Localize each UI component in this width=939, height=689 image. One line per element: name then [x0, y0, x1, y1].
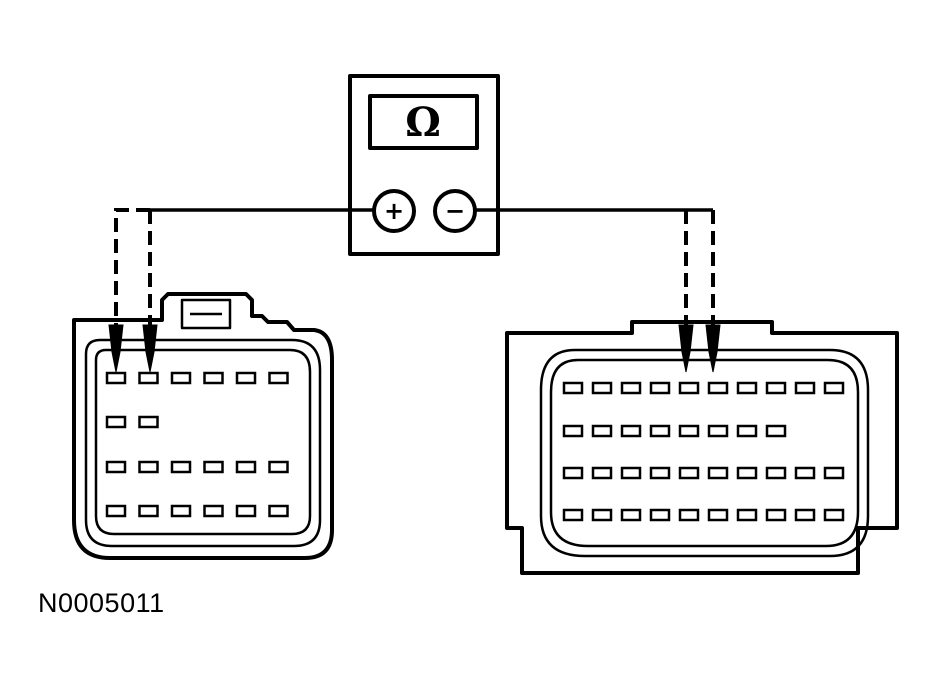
right-connector-pins: [562, 381, 845, 522]
right-connector-pin: [620, 381, 642, 395]
left-connector-pin: [138, 504, 159, 518]
figure-id: N0005011: [38, 588, 165, 618]
left-connector-housing: [72, 292, 334, 560]
right-connector-pin: [794, 508, 816, 522]
right-connector-pin: [678, 381, 700, 395]
right-connector-pin: [707, 508, 729, 522]
right-probe-wires: [684, 210, 715, 325]
left-connector-pin: [268, 460, 289, 474]
probes: [108, 324, 721, 373]
left-probe-wires: [114, 208, 152, 325]
right-connector-pin: [678, 424, 700, 438]
probe-right-1: [678, 324, 694, 373]
right-connector-pin: [591, 424, 613, 438]
right-connector-pin: [562, 381, 584, 395]
left-connector-pin: [203, 504, 224, 518]
left-connector-pin: [268, 371, 289, 385]
probe-right-2: [705, 324, 721, 373]
right-connector: [505, 320, 899, 575]
right-connector-pin: [765, 381, 787, 395]
right-connector-pin: [591, 466, 613, 480]
right-connector-pin: [794, 381, 816, 395]
left-connector-pins: [105, 371, 289, 518]
right-connector-pin: [678, 466, 700, 480]
right-connector-pin: [823, 508, 845, 522]
right-connector-pin: [707, 466, 729, 480]
left-connector-pin: [268, 504, 289, 518]
left-connector: [72, 292, 334, 560]
right-connector-pin: [620, 466, 642, 480]
left-connector-inner-wall: [94, 348, 312, 536]
left-connector-pin: [203, 460, 224, 474]
right-connector-pin: [620, 508, 642, 522]
probe-left-2: [142, 324, 158, 373]
right-connector-pin: [736, 381, 758, 395]
left-connector-pin: [235, 460, 257, 474]
right-connector-pin: [591, 508, 613, 522]
left-connector-pin: [105, 415, 127, 429]
right-connector-inner-wall: [549, 358, 860, 548]
right-connector-pin: [707, 381, 729, 395]
right-connector-pin: [562, 466, 584, 480]
right-connector-pin: [736, 508, 758, 522]
left-connector-pin: [105, 460, 127, 474]
left-connector-pin: [170, 504, 192, 518]
right-connector-pin: [591, 381, 613, 395]
right-connector-pin: [678, 508, 700, 522]
left-probe-wire-1: [114, 208, 150, 325]
right-connector-pin: [562, 508, 584, 522]
right-connector-housing: [505, 320, 899, 575]
left-connector-pin: [138, 371, 159, 385]
right-connector-pin: [765, 466, 787, 480]
ohm-symbol: Ω: [405, 99, 441, 146]
left-connector-pin: [203, 371, 224, 385]
right-connector-pin: [736, 424, 758, 438]
right-connector-pin: [707, 424, 729, 438]
right-connector-pin: [823, 381, 845, 395]
probe-left-1: [108, 324, 124, 373]
right-connector-pin: [562, 424, 584, 438]
multimeter: Ω + −: [348, 74, 500, 256]
left-connector-pin: [235, 371, 257, 385]
positive-terminal-label: +: [384, 197, 404, 225]
left-connector-pin: [170, 460, 192, 474]
multimeter-body: [348, 74, 500, 256]
right-connector-pin: [649, 381, 671, 395]
left-connector-pin: [235, 504, 257, 518]
right-connector-pin: [649, 466, 671, 480]
right-connector-pin: [794, 466, 816, 480]
right-connector-pin: [620, 424, 642, 438]
left-connector-inner-wall-outer: [84, 338, 322, 548]
right-connector-pin: [736, 466, 758, 480]
right-connector-pin: [765, 424, 787, 438]
right-connector-inner-wall-outer: [539, 348, 870, 558]
left-connector-latch: [180, 298, 232, 330]
right-connector-pin: [649, 424, 671, 438]
right-connector-pin: [649, 508, 671, 522]
left-connector-pin: [105, 371, 127, 385]
left-connector-pin: [105, 504, 127, 518]
negative-terminal-label: −: [445, 197, 465, 225]
right-connector-pin: [765, 508, 787, 522]
right-connector-pin: [823, 466, 845, 480]
left-connector-pin: [170, 371, 192, 385]
left-connector-pin: [138, 460, 159, 474]
multimeter-display: [368, 94, 479, 150]
left-connector-pin: [138, 415, 159, 429]
